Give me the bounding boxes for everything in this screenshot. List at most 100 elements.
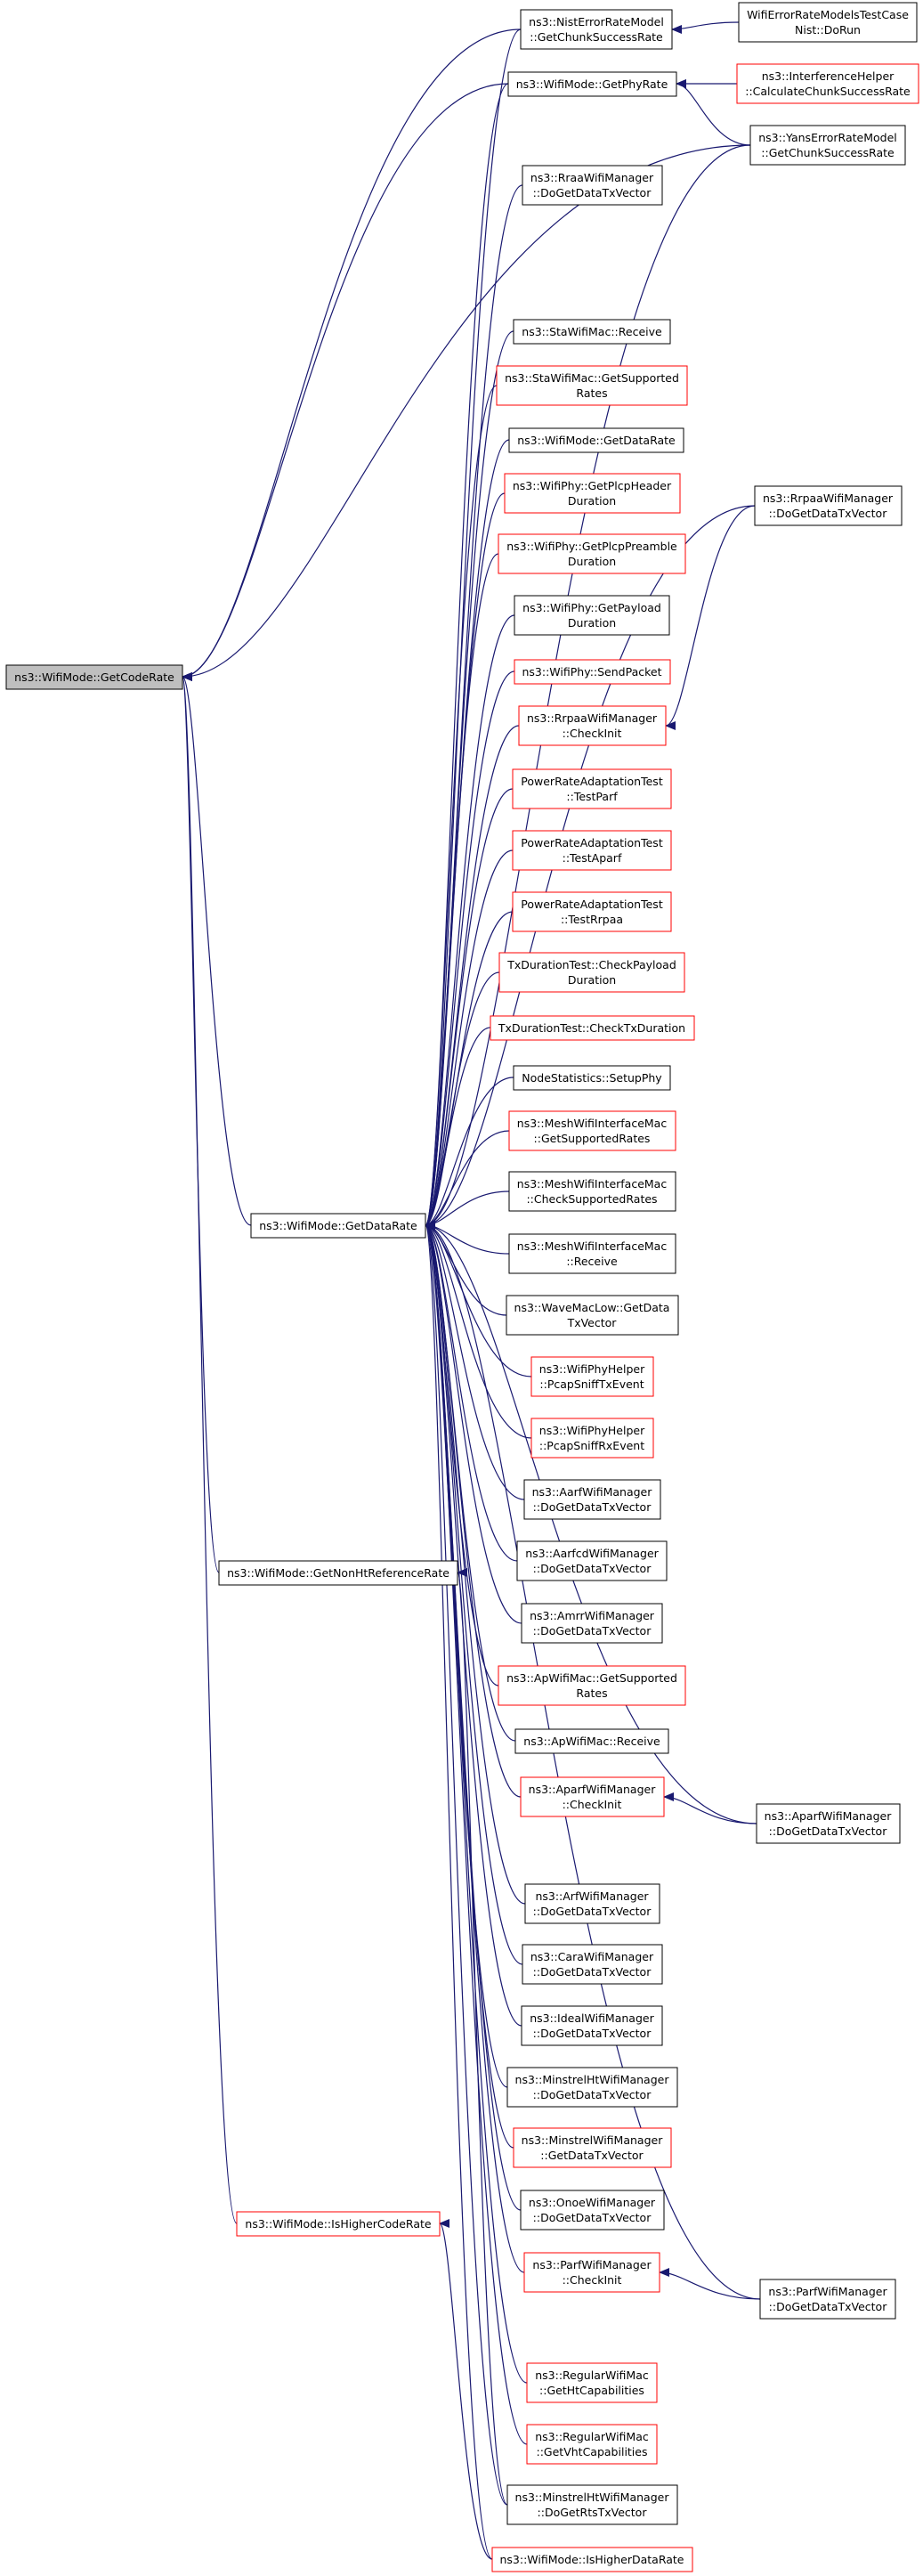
node-box	[250, 1213, 426, 1239]
node-ap-get-supported-rates[interactable]: ns3::ApWifiMac::GetSupportedRates	[498, 1665, 686, 1706]
node-box	[514, 1728, 669, 1754]
node-label: TxVector	[567, 1316, 618, 1329]
edges	[182, 21, 761, 2560]
node-label: Duration	[568, 616, 616, 630]
node-label: ns3::ApWifiMac::GetSupported	[506, 1671, 677, 1685]
node-label: ::DoGetDataTxVector	[533, 186, 652, 199]
node-rraa-do-get-data-tx-vector[interactable]: ns3::RraaWifiManager::DoGetDataTxVector	[522, 165, 663, 206]
edge-amrr-do-get-data-tx-vector-to-get-data-rate-mid	[425, 1221, 522, 1624]
node-label: ::TestAparf	[563, 851, 622, 865]
node-arf-do-get-data-tx-vector[interactable]: ns3::ArfWifiManager::DoGetDataTxVector	[524, 1883, 660, 1924]
node-setup-phy[interactable]: NodeStatistics::SetupPhy	[513, 1065, 671, 1091]
node-amrr-do-get-data-tx-vector[interactable]: ns3::AmrrWifiManager::DoGetDataTxVector	[521, 1603, 663, 1644]
node-minstrel-get-data-tx-vector[interactable]: ns3::MinstrelWifiManager::GetDataTxVecto…	[513, 2127, 672, 2168]
edge-get-phy-rate-to-get-code-rate	[182, 83, 509, 681]
node-test-aparf[interactable]: PowerRateAdaptationTest::TestAparf	[512, 830, 672, 871]
node-label: ::DoGetDataTxVector	[769, 507, 888, 520]
node-box	[521, 1603, 663, 1644]
node-box	[523, 1479, 661, 1520]
node-pcap-sniff-rx-event[interactable]: ns3::WifiPhyHelper::PcapSniffRxEvent	[530, 1418, 654, 1459]
node-label: ::CheckInit	[563, 1798, 622, 1811]
node-calculate-chunk-success-rate[interactable]: ns3::InterferenceHelper::CalculateChunkS…	[736, 63, 919, 104]
node-label: ns3::AparfWifiManager	[529, 1783, 657, 1796]
node-get-data-rate-mid[interactable]: ns3::WifiMode::GetDataRate	[250, 1213, 426, 1239]
node-pcap-sniff-tx-event[interactable]: ns3::WifiPhyHelper::PcapSniffTxEvent	[530, 1356, 654, 1397]
node-cara-do-get-data-tx-vector[interactable]: ns3::CaraWifiManager::DoGetDataTxVector	[522, 1944, 663, 1985]
node-label: ::GetSupportedRates	[534, 1132, 651, 1145]
node-box	[738, 2, 918, 43]
node-get-phy-rate[interactable]: ns3::WifiMode::GetPhyRate	[507, 71, 677, 97]
node-box	[513, 2127, 672, 2168]
node-check-tx-duration[interactable]: TxDurationTest::CheckTxDuration	[490, 1015, 695, 1041]
node-box	[506, 2067, 678, 2108]
edge-get-plcp-preamble-duration-to-get-data-rate-mid	[425, 553, 499, 1230]
node-onoe-do-get-data-tx-vector[interactable]: ns3::OnoeWifiManager::DoGetDataTxVector	[520, 2190, 665, 2231]
node-get-non-ht-reference-rate[interactable]: ns3::WifiMode::GetNonHtReferenceRate	[218, 1560, 458, 1586]
node-label: ns3::MeshWifiInterfaceMac	[517, 1239, 668, 1253]
node-mesh-receive[interactable]: ns3::MeshWifiInterfaceMac::Receive	[508, 1233, 676, 1274]
node-is-higher-code-rate[interactable]: ns3::WifiMode::IsHigherCodeRate	[236, 2211, 441, 2237]
node-label: ns3::CaraWifiManager	[530, 1950, 654, 1963]
node-box	[749, 125, 906, 166]
node-ap-receive[interactable]: ns3::ApWifiMac::Receive	[514, 1728, 669, 1754]
node-box	[498, 1665, 686, 1706]
edge-check-tx-duration-to-get-data-rate-mid	[425, 1027, 491, 1230]
node-box	[524, 1883, 660, 1924]
node-test-rrpaa[interactable]: PowerRateAdaptationTest::TestRrpaa	[512, 891, 672, 932]
node-minstrel-ht-do-get-rts-tx-vector[interactable]: ns3::MinstrelHtWifiManager::DoGetRtsTxVe…	[506, 2484, 678, 2525]
node-box	[508, 1171, 676, 1212]
node-ideal-do-get-data-tx-vector[interactable]: ns3::IdealWifiManager::DoGetDataTxVector	[521, 2005, 663, 2046]
node-box	[496, 365, 688, 406]
node-mesh-check-supported-rates[interactable]: ns3::MeshWifiInterfaceMac::CheckSupporte…	[508, 1171, 676, 1212]
node-get-data-rate-right[interactable]: ns3::WifiMode::GetDataRate	[508, 427, 684, 453]
node-regular-get-vht-capabilities[interactable]: ns3::RegularWifiMac::GetVhtCapabilities	[526, 2424, 658, 2465]
node-box	[508, 1233, 676, 1274]
node-parf-check-init[interactable]: ns3::ParfWifiManager::CheckInit	[523, 2252, 660, 2293]
node-aarfcd-do-get-data-tx-vector[interactable]: ns3::AarfcdWifiManager::DoGetDataTxVecto…	[516, 1540, 668, 1581]
node-label: Rates	[576, 386, 607, 400]
node-test-parf[interactable]: PowerRateAdaptationTest::TestParf	[512, 768, 672, 809]
edge-pcap-sniff-tx-event-to-get-data-rate-mid	[425, 1221, 532, 1377]
node-regular-get-ht-capabilities[interactable]: ns3::RegularWifiMac::GetHtCapabilities	[526, 2362, 658, 2403]
node-label: ns3::NistErrorRateModel	[529, 15, 664, 28]
node-label: ns3::ApWifiMac::Receive	[523, 1735, 660, 1748]
node-is-higher-data-rate[interactable]: ns3::WifiMode::IsHigherDataRate	[491, 2547, 693, 2572]
node-nist-get-chunk-success-rate[interactable]: ns3::NistErrorRateModel::GetChunkSuccess…	[520, 9, 673, 50]
node-label: ns3::WifiPhy::GetPlcpHeader	[513, 479, 672, 492]
node-minstrel-ht-do-get-data-tx-vector[interactable]: ns3::MinstrelHtWifiManager::DoGetDataTxV…	[506, 2067, 678, 2108]
node-label: ::DoGetDataTxVector	[533, 1500, 652, 1514]
node-sta-receive[interactable]: ns3::StaWifiMac::Receive	[513, 319, 671, 345]
node-parf-do-get-data-tx-vector[interactable]: ns3::ParfWifiManager::DoGetDataTxVector	[759, 2279, 896, 2320]
node-label: ns3::ParfWifiManager	[532, 2258, 652, 2271]
node-label: ns3::MeshWifiInterfaceMac	[517, 1117, 668, 1130]
edge-pcap-sniff-rx-event-to-get-data-rate-mid	[425, 1221, 532, 1439]
node-send-packet[interactable]: ns3::WifiPhy::SendPacket	[514, 659, 671, 685]
node-yans-get-chunk-success-rate[interactable]: ns3::YansErrorRateModel::GetChunkSuccess…	[749, 125, 906, 166]
node-label: ::GetChunkSuccessRate	[530, 30, 663, 44]
node-wave-get-data-tx-vector[interactable]: ns3::WaveMacLow::GetDataTxVector	[506, 1295, 679, 1336]
node-box	[759, 2279, 896, 2320]
node-aparf-do-get-data-tx-vector[interactable]: ns3::AparfWifiManager::DoGetDataTxVector	[756, 1803, 901, 1844]
node-label: ns3::WifiMode::GetDataRate	[517, 434, 676, 447]
node-rrpaa-check-init[interactable]: ns3::RrpaaWifiManager::CheckInit	[518, 705, 667, 746]
node-mesh-get-supported-rates[interactable]: ns3::MeshWifiInterfaceMac::GetSupportedR…	[508, 1110, 676, 1151]
node-box	[491, 2547, 693, 2572]
node-box	[518, 705, 667, 746]
node-label: ns3::WifiMode::IsHigherCodeRate	[245, 2217, 431, 2231]
edge-get-non-ht-reference-rate-to-get-code-rate	[182, 673, 220, 1573]
node-label: ::CheckSupportedRates	[526, 1192, 657, 1206]
node-aparf-check-init[interactable]: ns3::AparfWifiManager::CheckInit	[520, 1776, 665, 1817]
node-rrpaa-do-get-data-tx-vector[interactable]: ns3::RrpaaWifiManager::DoGetDataTxVector	[754, 485, 903, 526]
node-box	[513, 319, 671, 345]
node-get-code-rate[interactable]: ns3::WifiMode::GetCodeRate	[5, 664, 183, 690]
node-label: ::GetHtCapabilities	[539, 2384, 644, 2397]
node-sta-get-supported-rates[interactable]: ns3::StaWifiMac::GetSupportedRates	[496, 365, 688, 406]
node-aarf-do-get-data-tx-vector[interactable]: ns3::AarfWifiManager::DoGetDataTxVector	[523, 1479, 661, 1520]
node-label: ns3::WifiPhy::SendPacket	[522, 665, 662, 679]
